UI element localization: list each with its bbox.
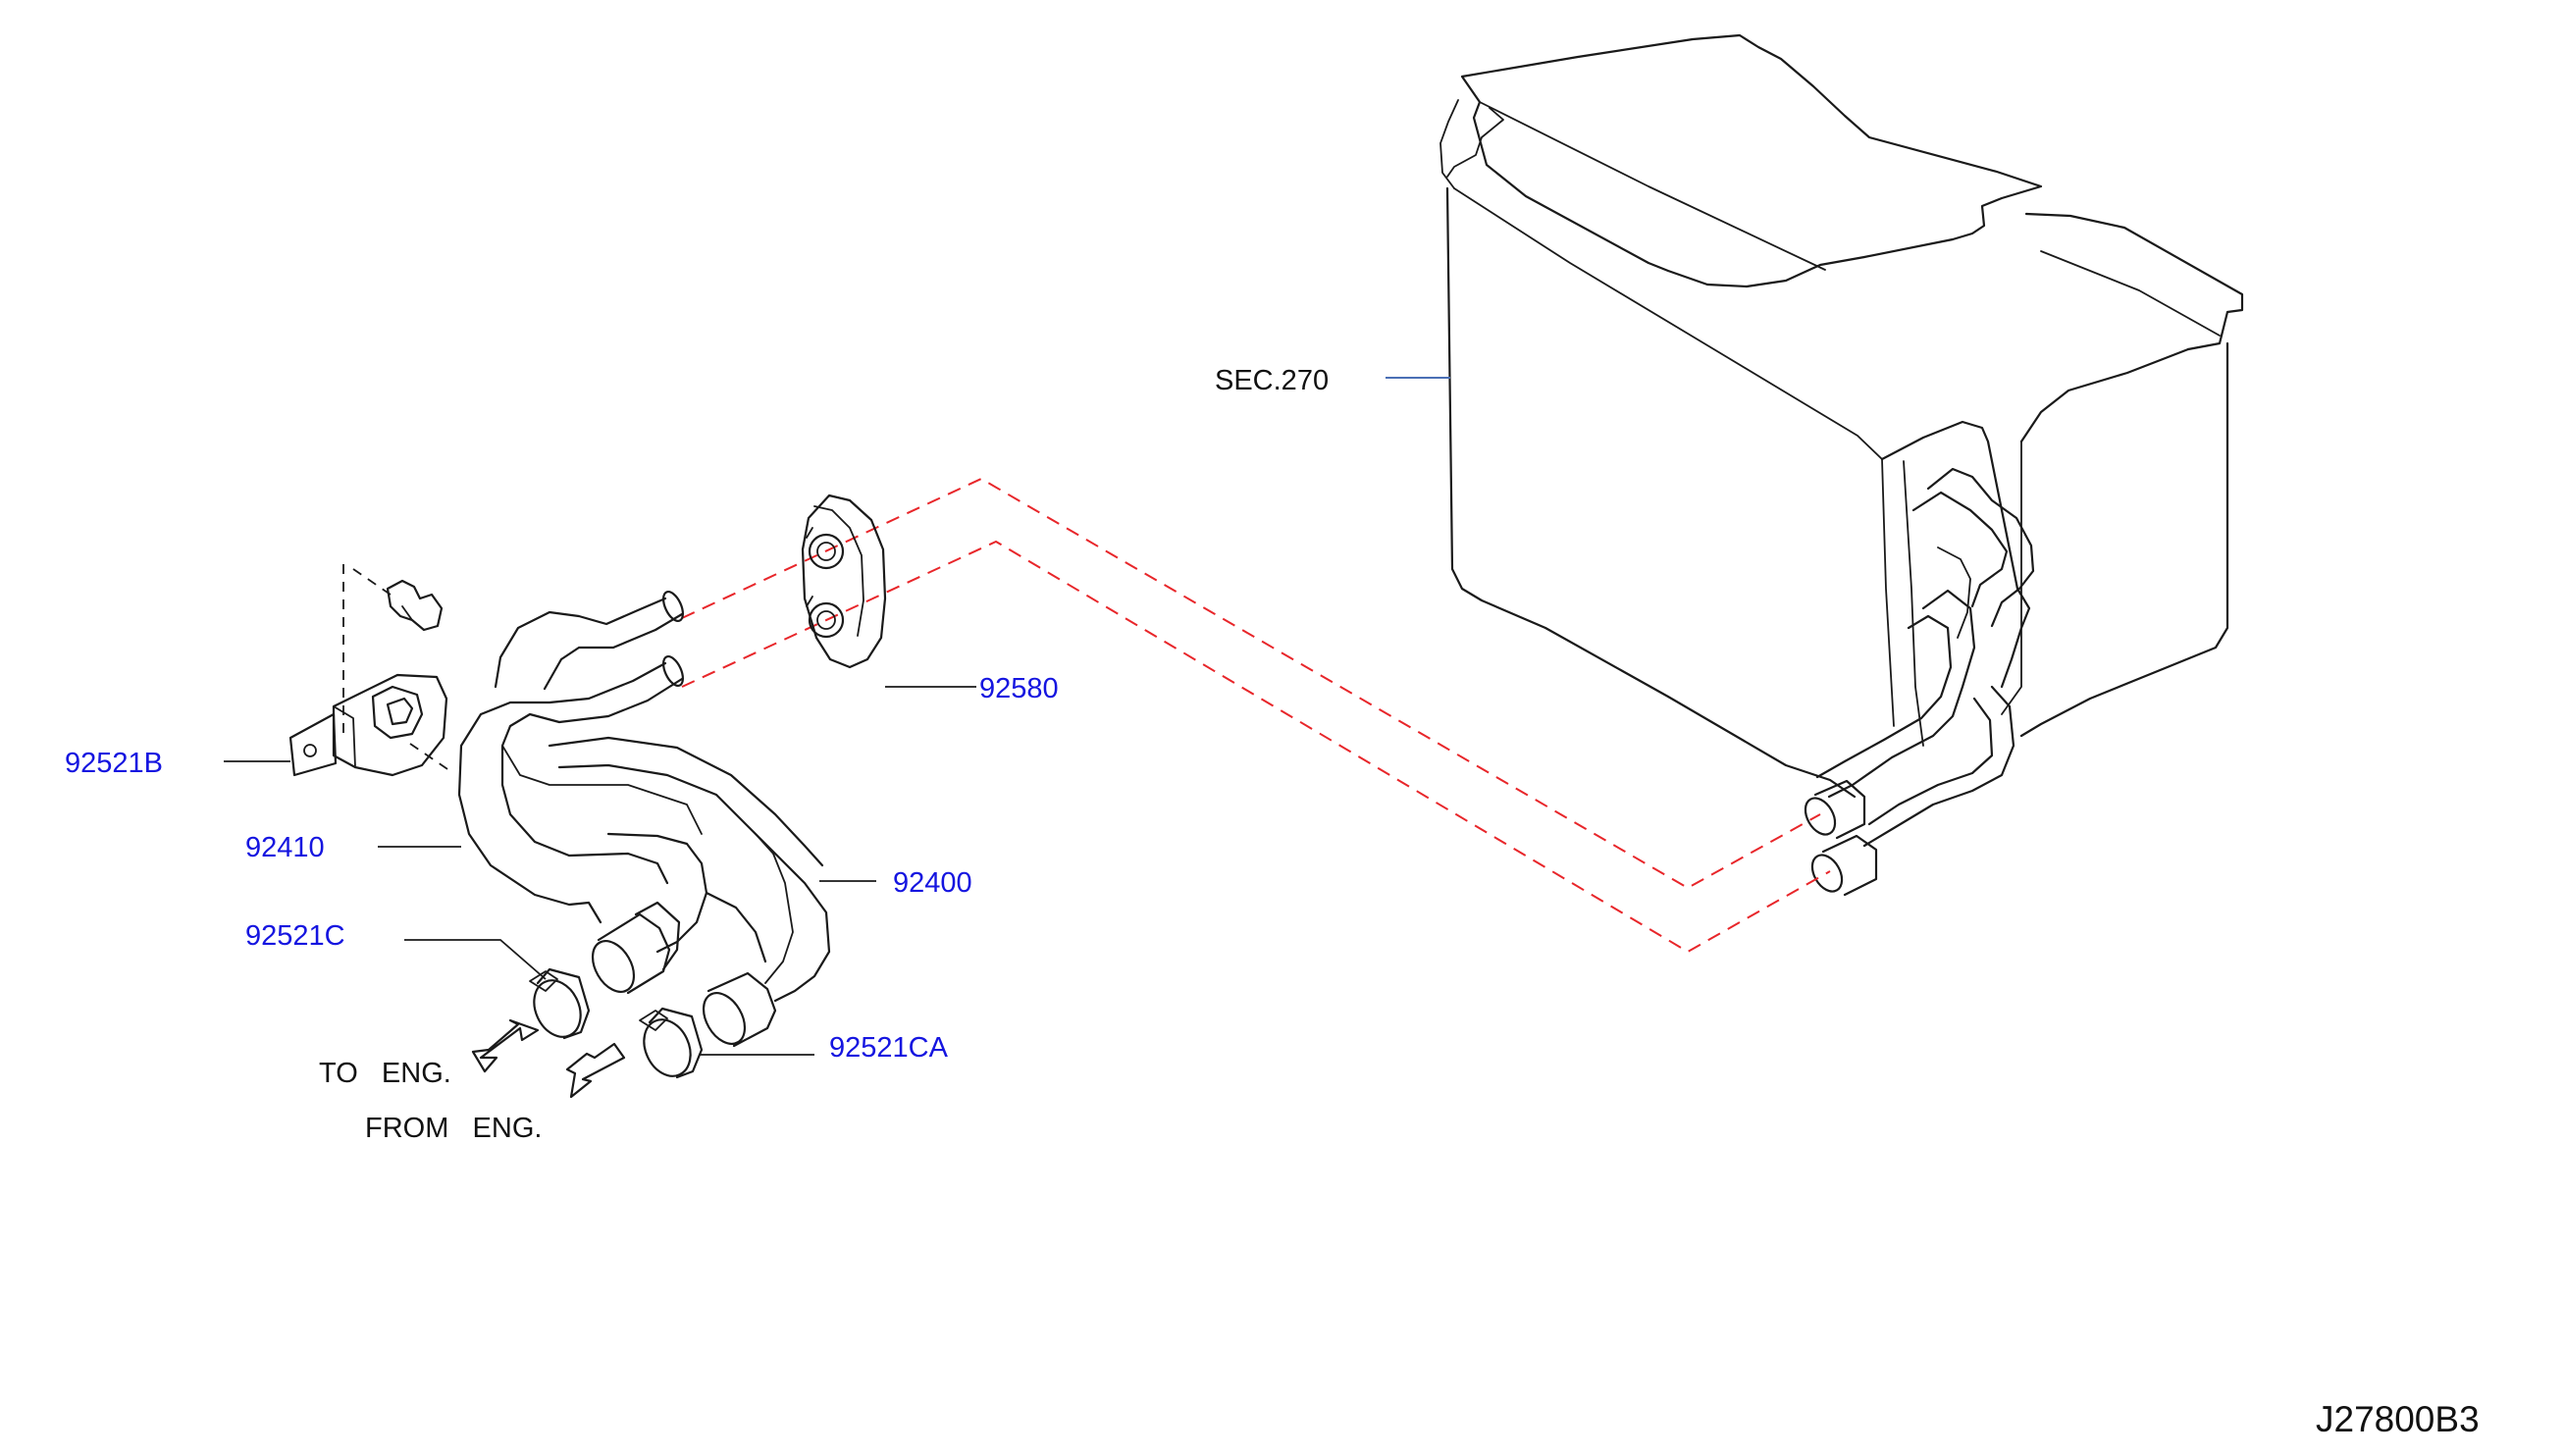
hose-92400 <box>548 736 831 1003</box>
leader-92521C <box>404 939 547 980</box>
hose-92410 <box>457 591 703 924</box>
bolt <box>386 579 444 632</box>
part-number-92410[interactable]: 92410 <box>245 832 325 863</box>
bracket-guide-dash <box>409 743 454 774</box>
heater-core-pipes <box>1804 467 2035 897</box>
diagram-reference-code: J27800B3 <box>2316 1399 2480 1439</box>
part-number-92521B[interactable]: 92521B <box>65 748 163 779</box>
connection-lines <box>681 477 1831 954</box>
to-engine-arrow <box>471 1018 540 1073</box>
grommet-92580 <box>801 494 887 669</box>
part-number-92580[interactable]: 92580 <box>979 673 1059 704</box>
from-engine-arrow <box>565 1042 626 1099</box>
hose-end-fittings <box>591 901 777 1048</box>
from-engine-label: FROM ENG. <box>365 1113 543 1144</box>
part-number-92400[interactable]: 92400 <box>893 867 972 899</box>
clamp-92521CA <box>639 1007 704 1079</box>
bracket-92521B <box>288 673 448 777</box>
to-engine-label: TO ENG. <box>319 1058 451 1089</box>
section-label: SEC.270 <box>1215 365 1330 396</box>
heater-unit-housing <box>1439 33 2244 799</box>
part-number-92521CA[interactable]: 92521CA <box>829 1032 948 1064</box>
part-number-92521C[interactable]: 92521C <box>245 920 345 952</box>
bolt-guide-dash <box>352 568 392 596</box>
